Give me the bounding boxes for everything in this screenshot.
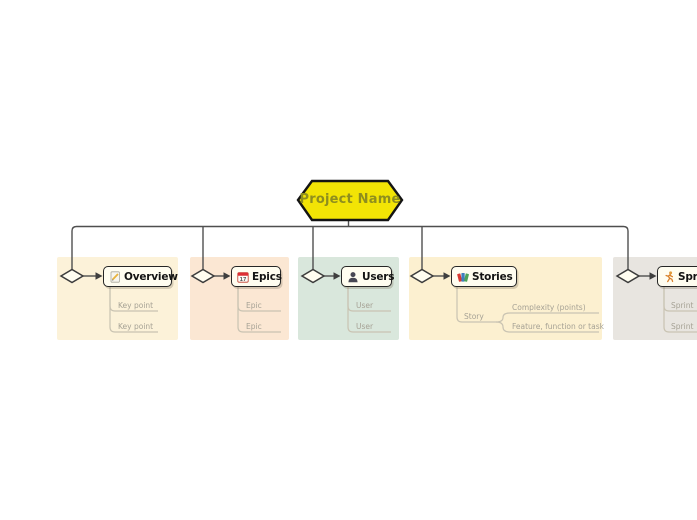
- child-node-epic-1[interactable]: Epic: [246, 301, 262, 310]
- child-line-overview-2: [109, 287, 158, 333]
- root-node-hexagon[interactable]: [296, 179, 404, 222]
- branch-node-sprints[interactable]: Sprints: [657, 266, 697, 287]
- arrowhead-users: [333, 272, 341, 280]
- branch-node-stories[interactable]: Stories: [451, 266, 517, 287]
- branch-node-title: Sprints: [678, 270, 697, 283]
- collapse-diamond-sprints[interactable]: [615, 268, 641, 284]
- collapse-diamond-users[interactable]: [300, 268, 326, 284]
- child-node-epic-2[interactable]: Epic: [246, 322, 262, 331]
- runner-icon: [663, 270, 675, 283]
- books-icon: [457, 271, 469, 283]
- branch-node-epics[interactable]: 17 Epics: [231, 266, 282, 287]
- child-line-users-2: [347, 287, 391, 333]
- child-node-story[interactable]: Story: [464, 312, 484, 321]
- collapse-diamond-stories[interactable]: [409, 268, 435, 284]
- branch-node-title: Stories: [472, 270, 513, 283]
- child-node-feature[interactable]: Feature, function or task: [512, 322, 604, 331]
- calendar-day-number: 17: [240, 276, 247, 282]
- branch-node-users[interactable]: Users: [341, 266, 395, 287]
- child-node-user-1[interactable]: User: [356, 301, 374, 310]
- branch-node-title: Epics: [252, 270, 282, 283]
- branch-node-overview[interactable]: Overview: [103, 266, 178, 287]
- child-node-sprint-2[interactable]: Sprint: [671, 322, 694, 331]
- child-node-complexity[interactable]: Complexity (points): [512, 303, 586, 312]
- child-line-story-complexity: [495, 312, 599, 323]
- arrowhead-overview: [95, 272, 103, 280]
- child-line-story: [456, 287, 496, 323]
- child-line-epics-2: [237, 287, 281, 333]
- collapse-diamond-epics[interactable]: [190, 268, 216, 284]
- child-line-story-feature: [495, 321, 599, 333]
- branch-node-title: Users: [362, 270, 395, 283]
- root-node-label[interactable]: Project Name: [299, 192, 401, 207]
- tree-bus-line: [71, 225, 629, 270]
- branch-node-title: Overview: [124, 270, 178, 283]
- arrowhead-stories: [443, 272, 451, 280]
- arrowhead-sprints: [649, 272, 657, 280]
- child-node-sprint-1[interactable]: Sprint: [671, 301, 694, 310]
- arrowhead-epics: [223, 272, 231, 280]
- child-line-sprints-2: [663, 287, 697, 333]
- child-node-user-2[interactable]: User: [356, 322, 374, 331]
- user-icon: [347, 271, 359, 283]
- child-node-keypoint-2[interactable]: Key point: [118, 322, 154, 331]
- collapse-diamond-overview[interactable]: [59, 268, 85, 284]
- calendar-icon: 17: [237, 271, 249, 283]
- child-node-keypoint-1[interactable]: Key point: [118, 301, 154, 310]
- memo-icon: [109, 270, 121, 283]
